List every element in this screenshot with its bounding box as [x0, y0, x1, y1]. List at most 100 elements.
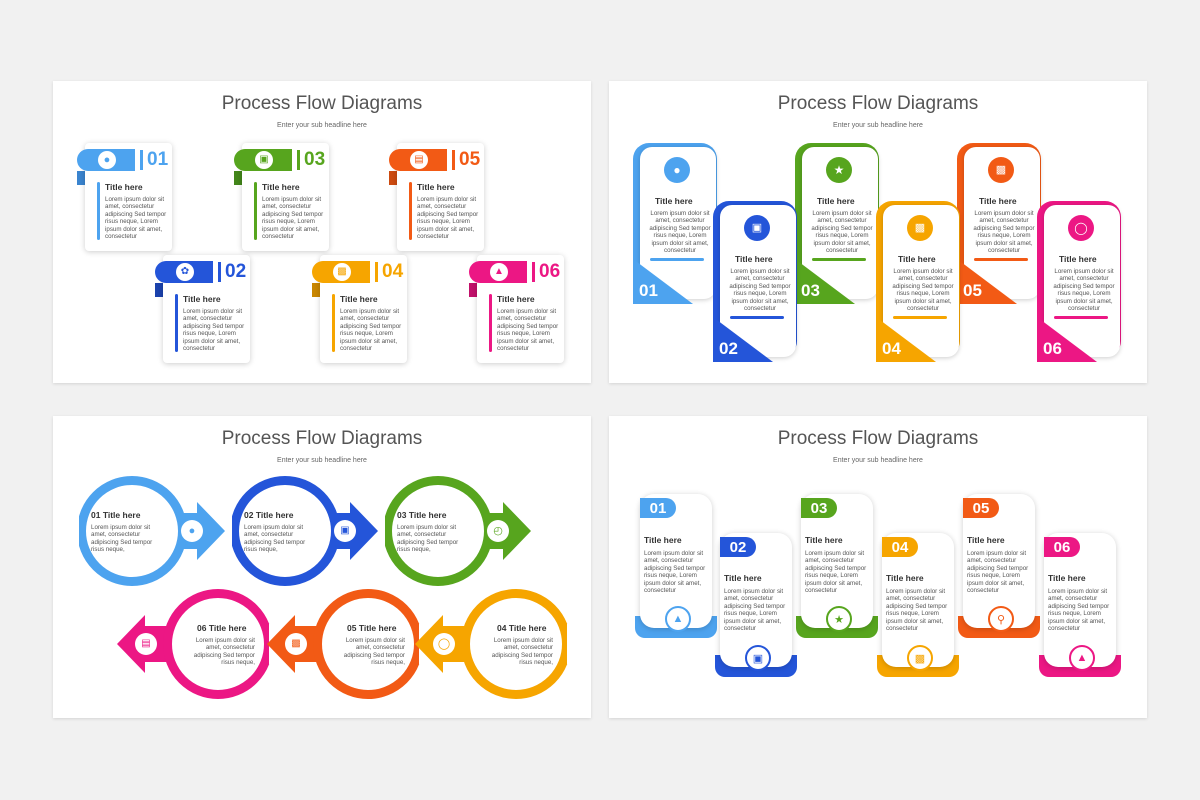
accent-bar — [175, 294, 178, 352]
corner-fold — [633, 259, 693, 304]
corner-fold — [713, 317, 773, 362]
tab-fold — [389, 171, 397, 185]
step-underline — [893, 316, 947, 319]
slide-title: Process Flow Diagrams — [221, 428, 423, 449]
bus-icon: ▩ — [988, 157, 1014, 183]
alarm-clock-icon: ◴ — [487, 520, 509, 542]
step-ring-02 — [230, 476, 340, 586]
step-ring-04 — [461, 589, 571, 699]
step-number-04: 04 — [375, 262, 403, 282]
step-number-03: 03 — [297, 150, 325, 170]
step-underline — [974, 258, 1028, 261]
lightbulb-icon: ● — [664, 157, 690, 183]
slide-title: Process Flow Diagrams — [221, 93, 423, 114]
trophy-icon: ★ — [826, 606, 852, 632]
step-number-05: 05 — [452, 150, 480, 170]
step-ring-01 — [77, 476, 187, 586]
accent-bar — [97, 182, 100, 240]
step-number-06: 06 — [1044, 537, 1080, 557]
step-title-04: 04 Title here — [497, 623, 547, 633]
trophy-icon: ★ — [826, 157, 852, 183]
step-title-04: Title here — [886, 573, 924, 583]
lightbulb-icon: ● — [98, 151, 116, 169]
flask-icon: ▲ — [665, 606, 691, 632]
bus-icon: ▩ — [285, 633, 307, 655]
step-text-05: Lorem ipsum dolor sit amet, consectetur … — [973, 210, 1035, 255]
step-underline — [812, 258, 866, 261]
step-text-01: Lorem ipsum dolor sit amet, consectetur … — [649, 210, 711, 255]
step-text-03: Lorem ipsum dolor sit amet, consectetur … — [811, 210, 873, 255]
step-number-02: 02 — [720, 537, 756, 557]
step-text-01: Lorem ipsum dolor sit amet, consectetur … — [91, 524, 153, 554]
step-title-03: 03 Title here — [397, 510, 447, 520]
corner-fold — [876, 317, 936, 362]
step-title-03: Title here — [805, 535, 843, 545]
step-number-04: 04 — [882, 339, 901, 358]
lightbulb-icon: ● — [181, 520, 203, 542]
step-text-01: Lorem ipsum dolor sit amet, consectetur … — [644, 550, 706, 595]
step-title-01: Title here — [105, 182, 143, 192]
step-title-05: Title here — [417, 182, 455, 192]
tab-fold — [312, 283, 320, 297]
step-number-05: 05 — [963, 498, 999, 518]
step-underline — [730, 316, 784, 319]
step-text-06: Lorem ipsum dolor sit amet, consectetur … — [1053, 268, 1115, 313]
step-number-06: 06 — [532, 262, 560, 282]
network-icon: ▩ — [907, 645, 933, 671]
step-text-04: Lorem ipsum dolor sit amet, consectetur … — [886, 588, 948, 633]
step-title-06: Title here — [1059, 254, 1097, 264]
step-text-02: Lorem ipsum dolor sit amet, consectetur … — [183, 308, 245, 353]
step-text-01: Lorem ipsum dolor sit amet, consectetur … — [105, 196, 167, 241]
step-number-02: 02 — [719, 339, 738, 358]
step-number-03: 03 — [801, 281, 820, 300]
step-title-04: Title here — [898, 254, 936, 264]
bus-icon: ▩ — [333, 263, 351, 281]
step-number-01: 01 — [640, 498, 676, 518]
step-title-02: 02 Title here — [244, 510, 294, 520]
bell-icon: ▲ — [1069, 645, 1095, 671]
step-title-01: 01 Title here — [91, 510, 141, 520]
accent-bar — [254, 182, 257, 240]
step-text-06: Lorem ipsum dolor sit amet, consectetur … — [193, 637, 255, 667]
step-text-04: Lorem ipsum dolor sit amet, consectetur … — [340, 308, 402, 353]
step-underline — [1054, 316, 1108, 319]
search-icon: ⚲ — [988, 606, 1014, 632]
tab-fold — [77, 171, 85, 185]
corner-fold — [957, 259, 1017, 304]
step-title-06: Title here — [497, 294, 535, 304]
step-title-05: Title here — [979, 196, 1017, 206]
step-text-05: Lorem ipsum dolor sit amet, consectetur … — [343, 637, 405, 667]
accent-bar — [409, 182, 412, 240]
step-title-06: Title here — [1048, 573, 1086, 583]
step-title-01: Title here — [655, 196, 693, 206]
microscope-icon: ▲ — [490, 263, 508, 281]
globe-icon: ◯ — [433, 633, 455, 655]
corner-fold — [795, 259, 855, 304]
slide-2: Process Flow Diagrams Enter your sub hea… — [609, 81, 1147, 383]
tab-fold — [469, 283, 477, 297]
globe-hand-icon: ✿ — [176, 263, 194, 281]
step-number-02: 02 — [218, 262, 246, 282]
step-text-04: Lorem ipsum dolor sit amet, consectetur … — [491, 637, 553, 667]
step-text-06: Lorem ipsum dolor sit amet, consectetur … — [497, 308, 559, 353]
accent-bar — [489, 294, 492, 352]
step-number-06: 06 — [1043, 339, 1062, 358]
step-number-03: 03 — [801, 498, 837, 518]
step-text-02: Lorem ipsum dolor sit amet, consectetur … — [729, 268, 791, 313]
step-text-06: Lorem ipsum dolor sit amet, consectetur … — [1048, 588, 1110, 633]
slide-title: Process Flow Diagrams — [777, 93, 979, 114]
slide-title: Process Flow Diagrams — [777, 428, 979, 449]
step-title-03: Title here — [262, 182, 300, 192]
step-title-02: Title here — [183, 294, 221, 304]
slide-subtitle: Enter your sub headline here — [277, 457, 367, 464]
step-title-02: Title here — [735, 254, 773, 264]
book-icon: ▣ — [334, 520, 356, 542]
step-number-05: 05 — [963, 281, 982, 300]
step-text-04: Lorem ipsum dolor sit amet, consectetur … — [892, 268, 954, 313]
ring-gap — [228, 511, 232, 551]
step-text-02: Lorem ipsum dolor sit amet, consectetur … — [724, 588, 786, 633]
step-text-03: Lorem ipsum dolor sit amet, consectetur … — [397, 524, 459, 554]
step-title-02: Title here — [724, 573, 762, 583]
slide-subtitle: Enter your sub headline here — [833, 122, 923, 129]
accent-bar — [332, 294, 335, 352]
